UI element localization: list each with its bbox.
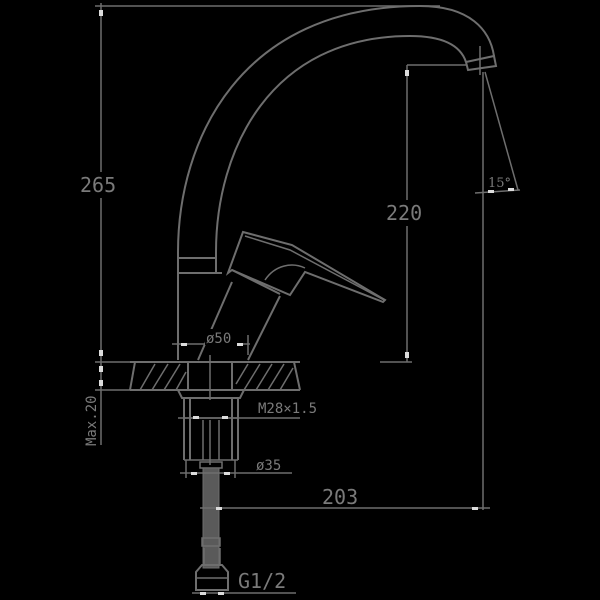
dimension-max-thickness <box>95 362 130 445</box>
dimension-total-height <box>95 3 440 363</box>
dimension-swivel-angle <box>474 71 521 510</box>
label-body-diameter: ø50 <box>206 331 231 347</box>
label-total-height: 265 <box>80 173 116 197</box>
label-hose-connection: G1/2 <box>238 569 286 593</box>
label-bg <box>78 172 124 198</box>
label-swivel-angle: 15° <box>488 176 511 191</box>
label-mounting-thread: M28×1.5 <box>258 401 317 417</box>
lever-handle <box>197 230 387 361</box>
label-bg <box>384 200 430 226</box>
mounting-assembly <box>177 389 245 469</box>
dimension-mounting-thread <box>178 416 300 419</box>
countertop-section <box>129 355 301 400</box>
label-nut-diameter: ø35 <box>256 458 281 474</box>
dimension-hose-connection <box>192 592 296 595</box>
label-spout-height: 220 <box>386 201 422 225</box>
label-spout-reach: 203 <box>322 485 358 509</box>
label-max-thickness: Max.20 <box>84 395 100 446</box>
label-bg <box>205 329 237 345</box>
dimension-nut-diameter <box>180 460 292 478</box>
flex-hose <box>195 467 229 591</box>
dimension-spout-reach <box>200 507 490 510</box>
spout <box>177 4 498 253</box>
